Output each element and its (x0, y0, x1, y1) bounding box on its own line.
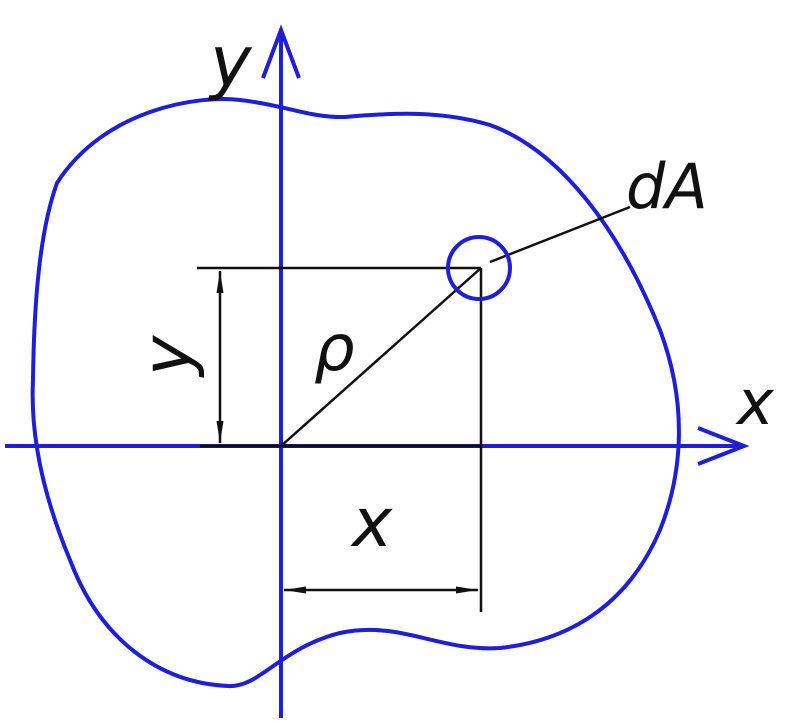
radius-label: ρ (314, 312, 355, 386)
x-dimension-label: x (350, 484, 393, 563)
leader-line (489, 205, 631, 264)
x-axis-arrow-icon (697, 426, 750, 466)
y-dimension-label: y (128, 335, 207, 378)
y-axis-arrow-icon (261, 24, 301, 79)
element-label: dA (626, 150, 708, 223)
radius-line (280, 267, 482, 447)
area-element-circle (446, 235, 512, 301)
cross-section-outline (30, 97, 681, 689)
construction-lines (197, 205, 631, 612)
y-axis-label: y (208, 21, 253, 103)
x-axis-label: x (735, 366, 775, 439)
